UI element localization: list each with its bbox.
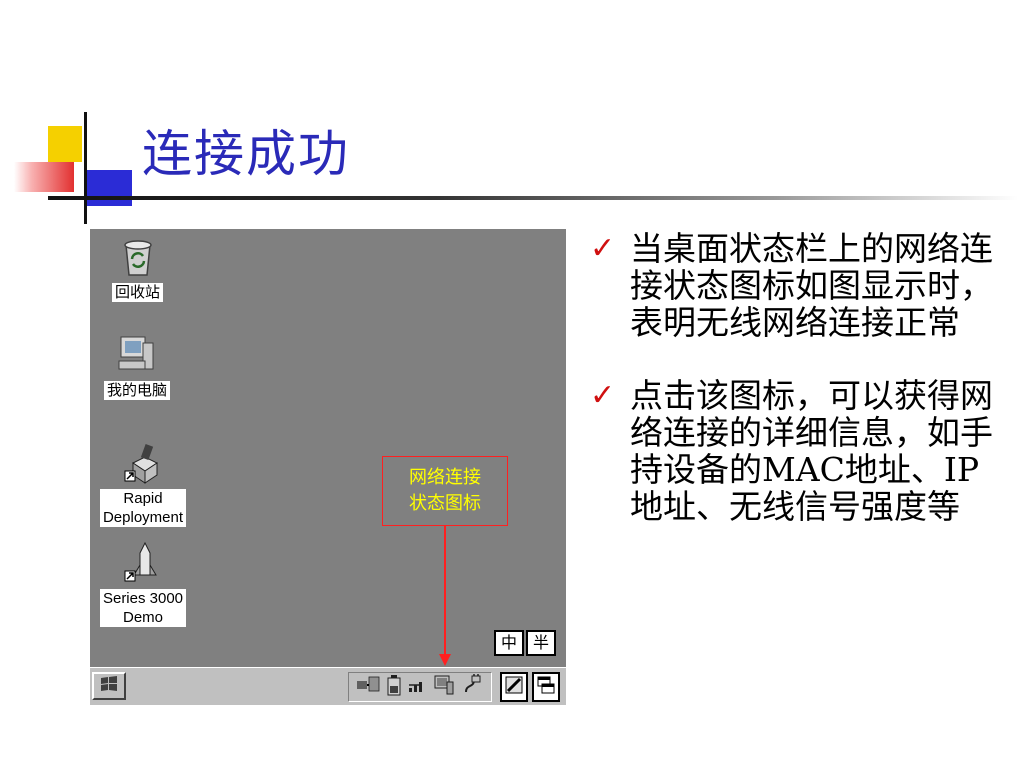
wince-desktop-screenshot: 回收站 我的电脑 Rapid Deployment: [90, 229, 566, 705]
rapid-deployment-label: Rapid Deployment: [99, 489, 187, 527]
ime-half-width-button[interactable]: 半: [526, 630, 556, 656]
title-ornament-yellow: [48, 126, 82, 162]
network-status-callout: 网络连接 状态图标: [382, 456, 508, 526]
checkmark-icon: ✓: [590, 231, 616, 266]
battery-icon[interactable]: [387, 674, 401, 701]
title-ornament-vline: [84, 112, 87, 224]
keyboard-pen-icon: [504, 675, 524, 700]
show-desktop-button[interactable]: [532, 672, 560, 702]
my-computer-shortcut[interactable]: 我的电脑: [104, 333, 171, 400]
series-3000-demo-shortcut[interactable]: Series 3000 Demo: [90, 541, 196, 627]
bullet-item: ✓ 当桌面状态栏上的网络连接状态图标如图显示时，表明无线网络连接正常: [590, 230, 1000, 341]
windows-flag-icon: [99, 675, 119, 698]
computer-icon[interactable]: [433, 674, 455, 701]
rapid-deployment-shortcut[interactable]: Rapid Deployment: [90, 441, 196, 527]
taskbar: [90, 667, 566, 705]
title-ornament-red: [14, 162, 74, 192]
input-panel-button[interactable]: [500, 672, 528, 702]
network-connection-icon[interactable]: [356, 675, 380, 700]
callout-line-1: 网络连接: [409, 467, 481, 488]
bullet-list: ✓ 当桌面状态栏上的网络连接状态图标如图显示时，表明无线网络连接正常 ✓ 点击该…: [590, 230, 1000, 561]
my-computer-label: 我的电脑: [104, 381, 171, 400]
signal-icon[interactable]: [408, 676, 426, 699]
wireless-connection-icon[interactable]: [462, 673, 484, 701]
ime-chinese-button[interactable]: 中: [494, 630, 524, 656]
system-tray: [348, 672, 492, 702]
slide-title: 连接成功: [142, 125, 350, 183]
callout-arrow-head: [439, 654, 451, 666]
callout-arrow-line: [444, 526, 446, 656]
callout-line-2: 状态图标: [409, 493, 481, 514]
series-3000-demo-label: Series 3000 Demo: [99, 589, 187, 627]
recycle-bin-icon: [118, 235, 158, 279]
bullet-item: ✓ 点击该图标，可以获得网络连接的详细信息，如手持设备的MAC地址、IP地址、无…: [590, 377, 1000, 525]
checkmark-icon: ✓: [590, 378, 616, 413]
recycle-bin-label: 回收站: [112, 283, 164, 302]
bullet-text: 点击该图标，可以获得网络连接的详细信息，如手持设备的MAC地址、IP地址、无线信…: [630, 376, 993, 526]
recycle-bin-shortcut[interactable]: 回收站: [112, 235, 164, 302]
title-ornament-blue: [86, 170, 132, 206]
start-button[interactable]: [92, 672, 126, 700]
my-computer-icon: [117, 333, 157, 377]
rapid-deployment-icon: [123, 441, 163, 485]
title-underline: [48, 196, 1018, 200]
desktop-windows-icon: [536, 675, 556, 700]
rocket-icon: [123, 541, 163, 585]
bullet-text: 当桌面状态栏上的网络连接状态图标如图显示时，表明无线网络连接正常: [630, 229, 993, 342]
ime-toolbar: 中 半: [494, 630, 556, 656]
